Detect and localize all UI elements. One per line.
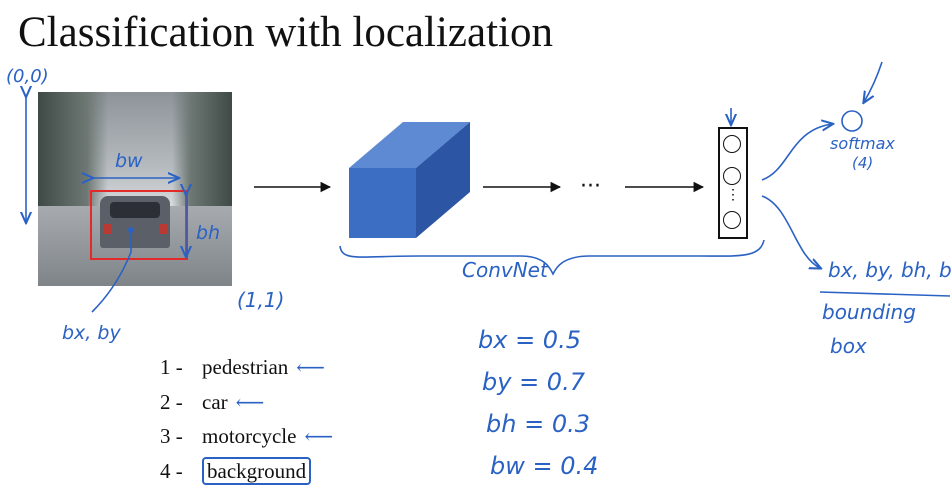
- class-item: 3 -motorcycle⟵: [160, 424, 334, 448]
- class-item: 1 -pedestrian⟵: [160, 355, 325, 379]
- class-item: 2 -car⟵: [160, 389, 265, 414]
- bbox-underline: [819, 291, 951, 297]
- bbox-arrow: [761, 195, 820, 268]
- convnet-brace: [339, 239, 765, 276]
- left-arrow-icon: ⟵: [235, 391, 265, 414]
- bbox-caption-line2: box: [830, 334, 867, 358]
- slide-title: Classification with localization: [18, 9, 553, 56]
- car-photo: [38, 92, 232, 286]
- convnet-label: ConvNet: [462, 258, 548, 282]
- trees-left: [38, 92, 108, 222]
- bbox-outputs: bx, by, bh, bw: [828, 258, 952, 282]
- layers-ellipsis: ···: [580, 174, 601, 199]
- output-node: [723, 135, 741, 153]
- bh-label: bh: [196, 222, 221, 244]
- softmax-arrow: [761, 124, 832, 181]
- left-arrow-icon: ⟵: [296, 357, 325, 379]
- output-ellipsis: ⋮: [726, 188, 740, 203]
- left-arrow-icon: ⟵: [304, 426, 334, 448]
- softmax-pointer: [864, 61, 883, 102]
- car: [100, 196, 170, 248]
- class-item: 4 -background: [160, 454, 333, 488]
- value-bw: bw = 0.4: [490, 452, 599, 480]
- softmax-node: [841, 110, 863, 132]
- class-label: car: [202, 389, 228, 414]
- class-list: 1 -pedestrian⟵ 2 -car⟵ 3 -motorcycle⟵ 4 …: [160, 350, 333, 488]
- softmax-label: softmax: [830, 134, 895, 153]
- class-label: pedestrian: [202, 355, 289, 379]
- output-layer: ⋮: [718, 127, 748, 239]
- bbox-caption-line1: bounding: [822, 300, 916, 324]
- class-label: motorcycle: [202, 424, 297, 448]
- origin-label: (0,0): [6, 66, 49, 87]
- class-label-boxed: background: [202, 456, 312, 485]
- corner-label: (1,1): [237, 288, 285, 312]
- center-label: bx, by: [62, 322, 121, 344]
- output-node: [723, 167, 741, 185]
- bw-label: bw: [115, 150, 143, 172]
- output-node: [723, 211, 741, 229]
- softmax-count: (4): [852, 154, 874, 172]
- value-bx: bx = 0.5: [478, 326, 581, 354]
- value-bh: bh = 0.3: [486, 410, 590, 438]
- value-by: by = 0.7: [482, 368, 585, 396]
- convnet-cube: [349, 122, 470, 238]
